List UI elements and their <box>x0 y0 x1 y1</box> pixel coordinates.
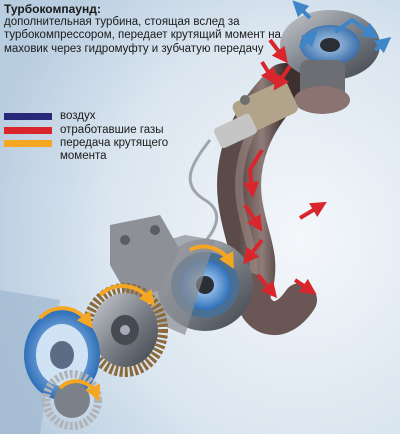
legend-swatch-exhaust <box>4 126 52 134</box>
actuator <box>213 80 298 149</box>
torque-flow-arrows <box>38 244 234 402</box>
exhaust-pipe-lower <box>233 273 317 335</box>
legend-label-torque: передача крутящего момента <box>60 137 169 162</box>
legend-item-air: воздух <box>4 110 204 123</box>
caption-title: Турбокомпаунд: <box>4 2 101 16</box>
legend-item-exhaust: отработавшие газы <box>4 124 204 137</box>
bolt <box>150 225 160 235</box>
exhaust-flow-arrows <box>243 38 327 299</box>
air-flow-arrows <box>292 0 392 54</box>
legend: воздух отработавшие газы передача крутящ… <box>4 110 204 163</box>
legend-swatch-air <box>4 113 52 120</box>
bolt <box>120 235 130 245</box>
legend-item-torque: передача крутящего момента <box>4 137 204 162</box>
legend-swatch-torque <box>4 140 52 147</box>
caption-body: дополнительная турбина, стоящая вслед за… <box>4 16 281 55</box>
caption: Турбокомпаунд: дополнительная турбина, с… <box>4 2 304 56</box>
legend-label-exhaust: отработавшие газы <box>60 123 164 136</box>
legend-label-air: воздух <box>60 110 96 122</box>
